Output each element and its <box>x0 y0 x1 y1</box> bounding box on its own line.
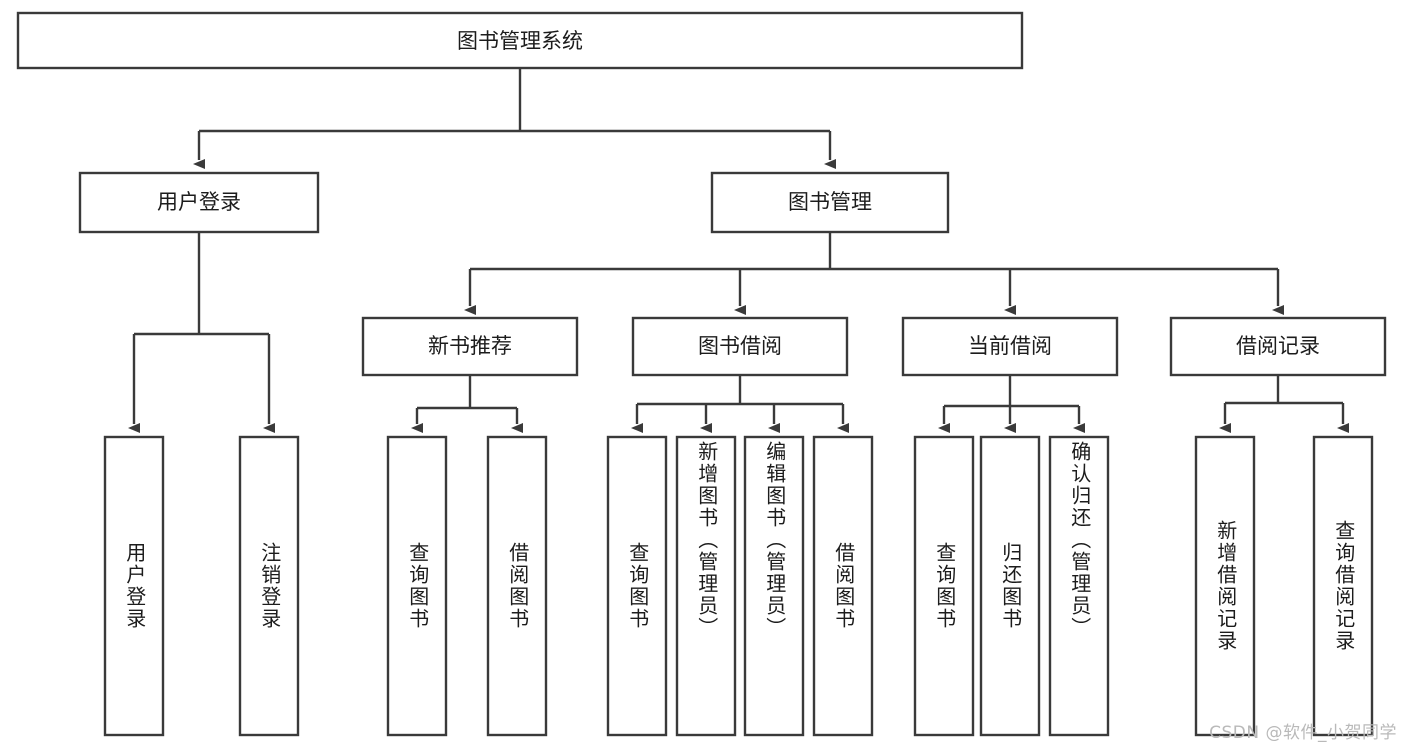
leaf-box-new-book-1[interactable] <box>386 435 448 737</box>
node-book-manage-box[interactable] <box>710 171 950 234</box>
connector-group-borrow-record <box>1219 375 1349 433</box>
node-borrow-record-label: 借阅记录 <box>1236 334 1320 358</box>
node-user-login[interactable]: 用户登录 <box>78 171 320 234</box>
leaf-box-borrow-record-1[interactable] <box>1194 435 1256 737</box>
node-user-login-box[interactable] <box>78 171 320 234</box>
node-root-box[interactable] <box>16 11 1024 70</box>
node-current-borrow[interactable]: 当前借阅 <box>901 316 1119 377</box>
node-current-borrow-label: 当前借阅 <box>968 334 1052 358</box>
node-borrow-record-box[interactable] <box>1169 316 1387 377</box>
node-book-manage-label: 图书管理 <box>788 190 872 214</box>
node-user-login-label: 用户登录 <box>157 190 241 214</box>
leaf-box-book-borrow-2[interactable] <box>675 435 737 737</box>
leaf-box-current-borrow-1[interactable] <box>913 435 975 737</box>
node-book-borrow-label: 图书借阅 <box>698 334 782 358</box>
node-root-label: 图书管理系统 <box>457 29 583 53</box>
node-new-book-recommend[interactable]: 新书推荐 <box>361 316 579 377</box>
node-new-book-recommend-box[interactable] <box>361 316 579 377</box>
connector-group-book-manage <box>464 232 1284 315</box>
watermark-text: CSDN @软件_小贺同学 <box>1209 723 1397 743</box>
leaf-box-current-borrow-2[interactable] <box>979 435 1041 737</box>
connector-group-user-login <box>128 232 275 433</box>
leaf-box-user-login-1[interactable] <box>103 435 165 737</box>
leaf-box-new-book-2[interactable] <box>486 435 548 737</box>
connector-group-book-borrow <box>631 375 849 433</box>
node-current-borrow-box[interactable] <box>901 316 1119 377</box>
node-root[interactable]: 图书管理系统 <box>16 11 1024 70</box>
connector-group-new-book <box>411 375 523 433</box>
node-book-borrow-box[interactable] <box>631 316 849 377</box>
leaf-box-book-borrow-4[interactable] <box>812 435 874 737</box>
leaf-box-borrow-record-2[interactable] <box>1312 435 1374 737</box>
node-new-book-recommend-label: 新书推荐 <box>428 334 512 358</box>
connector-group-current-borrow <box>938 375 1085 433</box>
leaf-box-book-borrow-1[interactable] <box>606 435 668 737</box>
node-borrow-record[interactable]: 借阅记录 <box>1169 316 1387 377</box>
node-book-borrow[interactable]: 图书借阅 <box>631 316 849 377</box>
leaf-box-user-login-2[interactable] <box>238 435 300 737</box>
leaf-box-book-borrow-3[interactable] <box>743 435 805 737</box>
leaf-box-current-borrow-3[interactable] <box>1048 435 1110 737</box>
node-book-manage[interactable]: 图书管理 <box>710 171 950 234</box>
connector-group-root <box>193 68 836 169</box>
